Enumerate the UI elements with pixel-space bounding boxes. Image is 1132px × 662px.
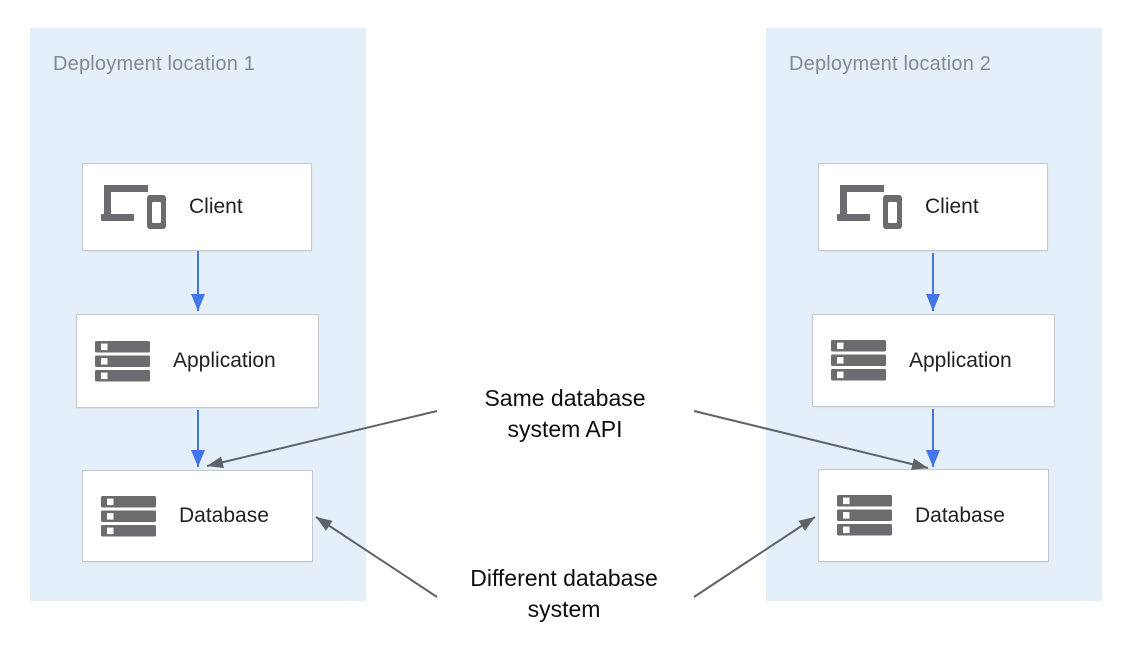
node-client-2: Client bbox=[818, 163, 1048, 251]
node-label: Application bbox=[909, 348, 1012, 372]
annotation-line: system API bbox=[507, 416, 623, 442]
server-stack-icon bbox=[95, 340, 150, 381]
node-label: Application bbox=[173, 349, 276, 372]
devices-icon bbox=[837, 185, 902, 229]
node-label: Client bbox=[925, 195, 979, 218]
panel-title-2: Deployment location 2 bbox=[789, 53, 992, 75]
annotation-same-db-api: Same database system API bbox=[445, 383, 685, 445]
server-stack-icon bbox=[101, 495, 156, 536]
node-label: Client bbox=[189, 195, 243, 218]
node-database-2: Database bbox=[818, 469, 1049, 562]
node-label: Database bbox=[915, 503, 1005, 527]
panel-title-1: Deployment location 1 bbox=[53, 53, 256, 75]
node-label: Database bbox=[179, 504, 269, 527]
devices-icon bbox=[101, 185, 166, 229]
node-application-1: Application bbox=[76, 314, 319, 408]
server-stack-icon bbox=[837, 495, 892, 536]
annotation-different-db: Different database system bbox=[444, 563, 684, 625]
annotation-line: Same database bbox=[484, 385, 646, 411]
node-application-2: Application bbox=[812, 314, 1055, 407]
annotation-line: system bbox=[527, 596, 601, 622]
server-stack-icon bbox=[831, 340, 886, 381]
node-database-1: Database bbox=[82, 470, 313, 562]
node-client-1: Client bbox=[82, 163, 312, 251]
annotation-line: Different database bbox=[470, 565, 658, 591]
